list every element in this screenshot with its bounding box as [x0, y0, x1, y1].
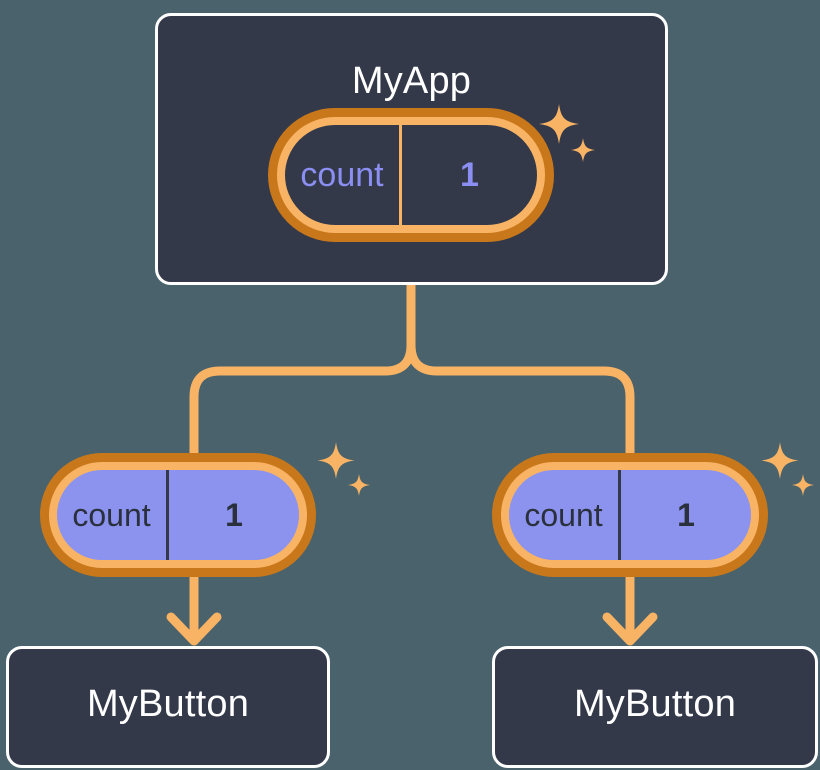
component-title-mybutton-left: MyButton: [86, 683, 250, 725]
state-pill-right[interactable]: count 1: [492, 453, 768, 577]
component-title-myapp: MyApp: [351, 60, 472, 102]
state-pill-inner: count 1: [49, 462, 307, 568]
connector-myapp-to-right-pill: [406, 280, 635, 458]
arrow-down-icon: [602, 612, 658, 646]
component-title-mybutton-right: MyButton: [573, 683, 737, 725]
connector-myapp-to-left-pill: [189, 280, 416, 458]
state-key: count: [509, 470, 621, 560]
state-pill-inner: count 1: [277, 117, 545, 233]
component-card-mybutton-right[interactable]: MyButton: [492, 646, 818, 768]
arrow-down-icon: [166, 612, 222, 646]
state-key: count: [57, 470, 169, 560]
state-value: 1: [460, 155, 479, 194]
state-pill-left[interactable]: count 1: [40, 453, 316, 577]
component-card-mybutton-left[interactable]: MyButton: [6, 646, 330, 768]
state-pill-myapp[interactable]: count 1: [268, 108, 554, 242]
state-key: count: [285, 125, 402, 225]
state-value: 1: [677, 496, 695, 533]
state-value: 1: [225, 496, 243, 533]
state-pill-inner: count 1: [501, 462, 759, 568]
